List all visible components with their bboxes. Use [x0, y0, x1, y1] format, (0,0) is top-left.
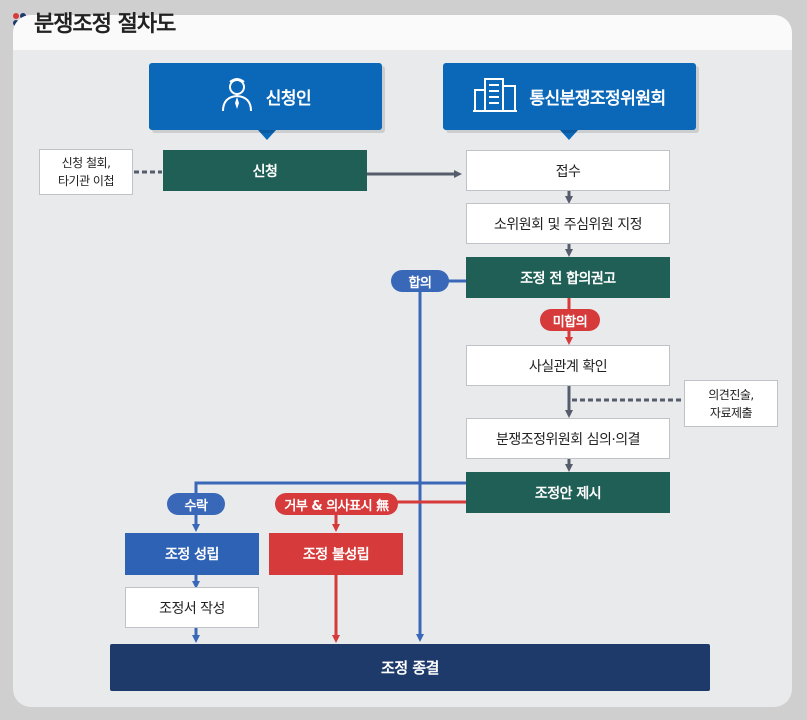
proposal-node: 조정안 제시 [466, 472, 670, 513]
building-icon [473, 76, 518, 117]
fact-check-node: 사실관계 확인 [466, 345, 670, 386]
refuse-label: 거부 & 의사표시 無 [275, 493, 398, 515]
opinion-note-line2: 자료제출 [709, 405, 753, 420]
document-node: 조정서 작성 [125, 587, 259, 628]
pre-recommend-node: 조정 전 합의권고 [466, 257, 670, 298]
applicant-header-label: 신청인 [265, 89, 312, 109]
withdraw-note: 신청 철회, 타기관 이첩 [39, 149, 133, 195]
apply-node: 신청 [163, 150, 367, 191]
applicant-header: 신청인 [149, 63, 382, 130]
accept-label: 수락 [167, 493, 225, 515]
designate-node: 소위원회 및 주심위원 지정 [466, 203, 670, 244]
arrow-agree [416, 279, 466, 642]
deliberate-node: 분쟁조정위원회 심의·의결 [466, 418, 670, 459]
header-pointer [560, 130, 578, 140]
committee-header-label: 통신분쟁조정위원회 [529, 89, 666, 109]
opinion-note: 의견진술, 자료제출 [684, 380, 778, 427]
receive-node: 접수 [466, 150, 670, 191]
opinion-note-line1: 의견진술, [708, 387, 754, 402]
end-node: 조정 종결 [110, 644, 710, 691]
withdraw-note-line1: 신청 철회, [61, 156, 111, 170]
page-title: 분쟁조정 절차도 [34, 12, 176, 37]
agree-label: 합의 [391, 270, 449, 292]
failure-node: 조정 불성립 [269, 533, 403, 575]
committee-header: 통신분쟁조정위원회 [443, 63, 696, 130]
withdraw-note-line2: 타기관 이첩 [57, 174, 115, 188]
disagree-label: 미합의 [540, 309, 600, 331]
success-node: 조정 성립 [125, 533, 259, 575]
header-pointer [258, 130, 276, 140]
person-icon [220, 76, 254, 117]
